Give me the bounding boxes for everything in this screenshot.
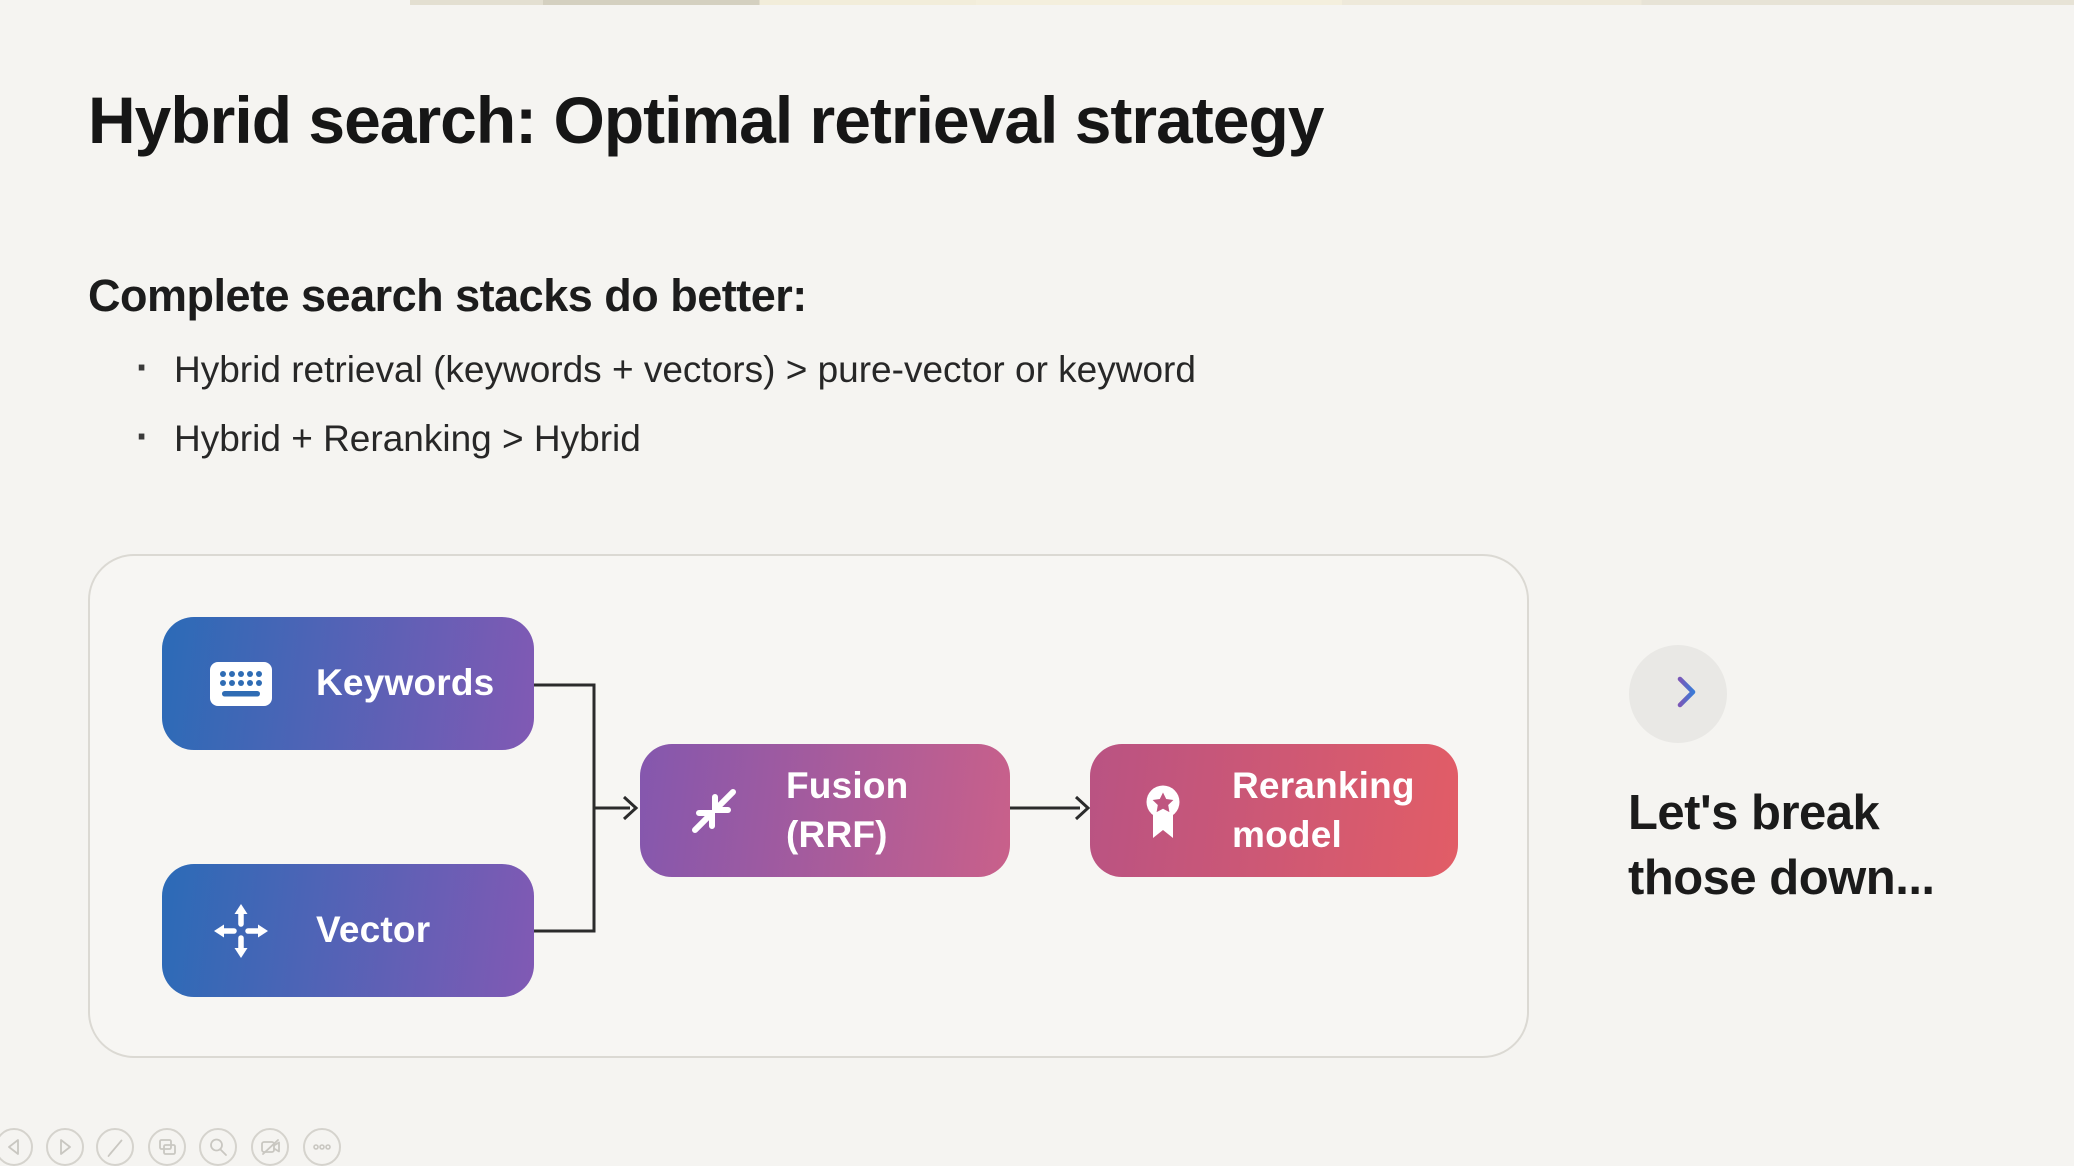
camera-toggle-button[interactable] xyxy=(251,1128,289,1166)
all-slides-icon xyxy=(150,1130,184,1164)
node-label: Keywords xyxy=(316,662,495,704)
previous-slide-button[interactable] xyxy=(0,1128,33,1166)
diagram-node-vector: Vector xyxy=(162,864,534,997)
bullet-item: Hybrid + Reranking > Hybrid xyxy=(128,416,1196,459)
node-label: Fusion (RRF) xyxy=(786,764,909,855)
pen-tools-button[interactable] xyxy=(96,1128,134,1166)
camera-off-icon xyxy=(253,1130,287,1164)
more-options-button[interactable] xyxy=(303,1128,341,1166)
top-edge-artifact xyxy=(410,0,2074,5)
more-options-icon xyxy=(305,1130,339,1164)
zoom-button[interactable] xyxy=(199,1128,237,1166)
node-label: Vector xyxy=(316,909,431,951)
next-slide-button[interactable] xyxy=(46,1128,84,1166)
right-arrow-icon xyxy=(1647,661,1709,728)
arrows-move-icon xyxy=(210,900,272,962)
aside-caption: Let's break those down... xyxy=(1628,786,1935,905)
collapse-arrows-icon xyxy=(686,783,742,839)
award-ribbon-icon xyxy=(1136,780,1190,842)
pen-icon xyxy=(98,1130,132,1164)
next-arrow-circle xyxy=(1629,645,1727,743)
diagram-node-fusion: Fusion (RRF) xyxy=(640,744,1010,877)
keyboard-icon xyxy=(210,661,272,707)
zoom-icon xyxy=(201,1130,235,1164)
next-slide-icon xyxy=(48,1130,82,1164)
slide-subtitle: Complete search stacks do better: xyxy=(88,270,807,321)
node-label: Reranking model xyxy=(1232,764,1415,855)
bullet-list: Hybrid retrieval (keywords + vectors) > … xyxy=(128,347,1196,489)
diagram-node-reranking: Reranking model xyxy=(1090,744,1458,877)
diagram-panel: Keywords Vector xyxy=(88,554,1529,1058)
diagram-node-keywords: Keywords xyxy=(162,617,534,750)
all-slides-button[interactable] xyxy=(148,1128,186,1166)
slide-title: Hybrid search: Optimal retrieval strateg… xyxy=(88,83,1324,157)
bullet-item: Hybrid retrieval (keywords + vectors) > … xyxy=(128,347,1196,390)
previous-slide-icon xyxy=(0,1130,31,1164)
